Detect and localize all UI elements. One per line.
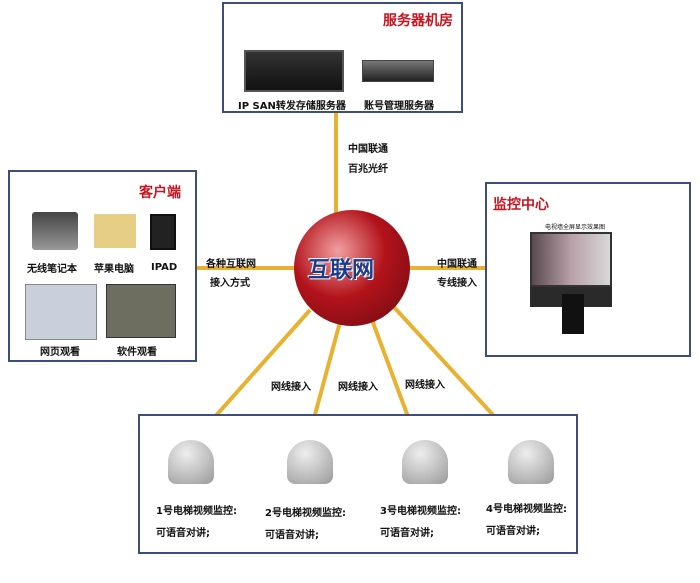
account-server-label: 账号管理服务器 <box>364 101 434 112</box>
ipad-image <box>150 214 176 250</box>
dome-camera-icon <box>402 440 448 484</box>
dome-camera-icon <box>168 440 214 484</box>
cable-label-2: 网线接入 <box>338 382 378 393</box>
software-view-image <box>106 284 176 338</box>
camera-4-feature: 可语音对讲; <box>486 526 540 537</box>
server-room-panel: 服务器机房 IP SAN转发存储服务器 账号管理服务器 <box>222 2 463 113</box>
ipad-label: IPAD <box>151 262 178 273</box>
server-room-title: 服务器机房 <box>383 13 453 29</box>
software-view-label: 软件观看 <box>117 347 157 358</box>
left-link-label-2: 接入方式 <box>210 278 250 289</box>
dome-camera-icon <box>287 440 333 484</box>
video-wall-caption: 电视墙全屏显示效果图 <box>545 224 606 231</box>
web-view-label: 网页观看 <box>40 347 80 358</box>
link-cam2 <box>311 321 342 423</box>
internet-globe <box>294 210 410 326</box>
top-link-label-1: 中国联通 <box>348 144 388 155</box>
left-link-label-1: 各种互联网 <box>206 259 256 270</box>
right-link-label-2: 专线接入 <box>437 278 477 289</box>
internet-label: 互联网 <box>308 258 375 283</box>
macbook-label: 苹果电脑 <box>94 264 134 275</box>
monitor-center-panel: 监控中心 电视墙全屏显示效果图 <box>485 182 691 357</box>
link-cam1 <box>203 308 312 430</box>
client-panel: 客户端 无线笔记本 苹果电脑 IPAD 网页观看 软件观看 <box>8 170 197 362</box>
camera-2-name: 2号电梯视频监控: <box>265 508 346 519</box>
camera-3-feature: 可语音对讲; <box>380 528 434 539</box>
web-view-image <box>25 284 97 340</box>
camera-2-feature: 可语音对讲; <box>265 530 319 541</box>
laptop-image <box>32 212 78 250</box>
laptop-label: 无线笔记本 <box>27 264 77 275</box>
link-cam4 <box>390 303 507 430</box>
client-title: 客户端 <box>139 185 181 201</box>
top-link-label-2: 百兆光纤 <box>348 164 388 175</box>
storage-server-label: IP SAN转发存储服务器 <box>238 101 346 112</box>
account-server-image <box>362 60 434 82</box>
storage-server-image <box>244 50 344 92</box>
video-wall-image <box>530 232 612 287</box>
cable-label-1: 网线接入 <box>271 382 311 393</box>
camera-1-name: 1号电梯视频监控: <box>156 506 237 517</box>
dome-camera-icon <box>508 440 554 484</box>
camera-4-name: 4号电梯视频监控: <box>486 504 567 515</box>
cameras-panel: 1号电梯视频监控: 可语音对讲; 2号电梯视频监控: 可语音对讲; 3号电梯视频… <box>138 414 578 554</box>
link-cam3 <box>370 319 412 423</box>
macbook-image <box>94 214 136 248</box>
camera-3-name: 3号电梯视频监控: <box>380 506 461 517</box>
right-link-label-1: 中国联通 <box>437 259 477 270</box>
camera-1-feature: 可语音对讲; <box>156 528 210 539</box>
cable-label-3: 网线接入 <box>405 380 445 391</box>
storage-server-tower <box>562 294 584 334</box>
monitor-center-title: 监控中心 <box>493 197 549 213</box>
